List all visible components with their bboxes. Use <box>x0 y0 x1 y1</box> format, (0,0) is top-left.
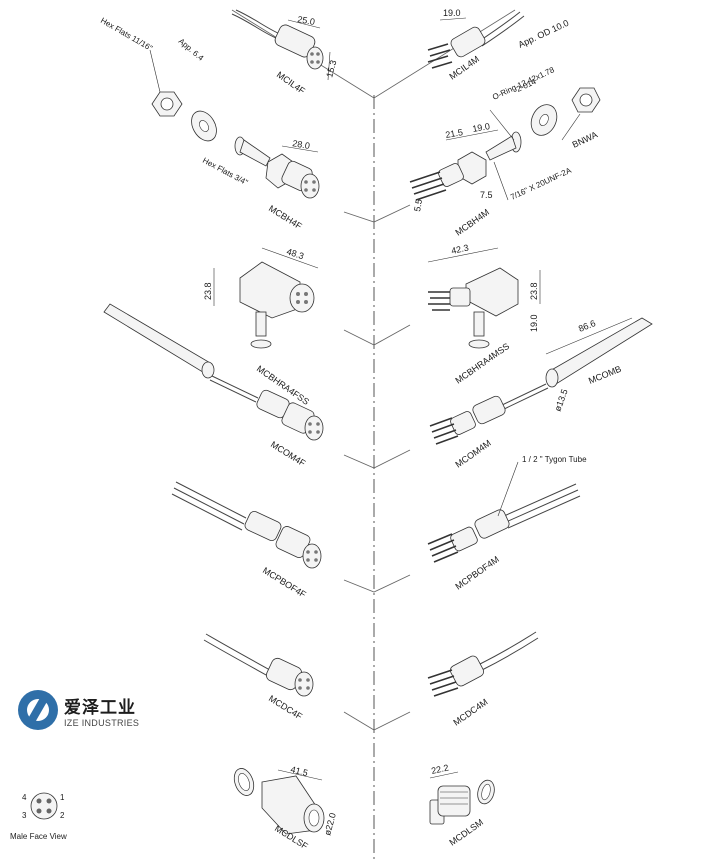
label-mcpbof4m: MCPBOF4M <box>453 554 501 591</box>
pin-label-2: 2 <box>60 811 65 820</box>
label-mcom4f: MCOM4F <box>269 439 308 468</box>
part-mcdlsf: 41.5 ø22.0 MCDLSF <box>233 764 338 852</box>
label-mcbh4m: MCBH4M <box>453 207 491 238</box>
part-mcil4f: 25.0 15.3 MCIL4F <box>231 9 338 96</box>
dim-mcdlsm-len: 22.2 <box>430 763 449 776</box>
part-mcbhra4mss: 42.3 23.8 19.0 MCBHRA4MSS <box>427 243 541 386</box>
label-mcdc4f: MCDC4F <box>267 693 305 722</box>
part-mcpbof4f: MCPBOF4F <box>171 481 322 600</box>
pin-3 <box>36 808 42 814</box>
dim-mcil4f-length: 25.0 <box>297 14 316 27</box>
company-logo: 爱泽工业 IZE INDUSTRIES <box>18 690 139 730</box>
face-view-caption: Male Face View <box>10 832 67 841</box>
pin-1 <box>46 798 52 804</box>
part-mcdlsm: 22.2 MCDLSM <box>429 763 495 848</box>
label-bnwa: BNWA <box>571 129 599 149</box>
logo-text: 爱泽工业 IZE INDUSTRIES <box>64 693 139 728</box>
dim-mcbh4m-d: 5.5 <box>412 198 424 212</box>
part-mcom4m: 86.6 ø13.5 MCOMB MCOM4M <box>429 317 653 470</box>
part-mcbh4m: 21.5 19.0 7.5 5.5 O-Ring 12.42x1.78 2-01… <box>409 65 573 238</box>
dim-mcil4m-od: App. OD 10.0 <box>517 18 571 50</box>
logo-mark-icon <box>18 690 58 730</box>
pin-2 <box>46 808 52 814</box>
dim-mcil4m-length: 19.0 <box>443 8 461 18</box>
dim-mcbhra4fss-h: 23.8 <box>203 282 213 300</box>
dim-mcdlsf-dia: ø22.0 <box>322 812 338 837</box>
pin-label-4: 4 <box>22 793 27 802</box>
male-face-view: 1 2 3 4 <box>22 792 65 820</box>
dim-mcbh4m-c: 7.5 <box>480 190 493 200</box>
dim-app-thickness: App. 6.4 <box>177 37 206 63</box>
dim-mcbhra4mss-c: 19.0 <box>529 314 539 332</box>
dim-mcomb-len: 86.6 <box>577 318 597 334</box>
label-mcomb: MCOMB <box>587 364 623 386</box>
dim-mcbh4f-length: 28.0 <box>292 138 311 151</box>
part-mcpbof4m: 1 / 2 " Tygon Tube MCPBOF4M <box>427 455 587 592</box>
dim-hex-flats-left: Hex Flats 11/16" <box>99 16 154 53</box>
part-mcdc4m: MCDC4M <box>427 631 539 728</box>
part-mcbh4f: 28.0 Hex Flats 3/4" MCBH4F <box>201 136 320 232</box>
center-axis <box>231 9 516 859</box>
logo-name-cn: 爱泽工业 <box>64 697 136 718</box>
hex-nut-right: BNWA <box>530 87 601 150</box>
dim-mcdlsf-len: 41.5 <box>290 764 309 778</box>
pin-label-1: 1 <box>60 793 65 802</box>
logo-name-en: IZE INDUSTRIES <box>64 717 140 728</box>
hex-nut-left: Hex Flats 11/16" App. 6.4 <box>99 16 217 142</box>
dim-mcbhra4fss-w: 48.3 <box>285 246 305 261</box>
dim-mcbhra4mss-h: 23.8 <box>529 282 539 300</box>
dim-hex-flats-34: Hex Flats 3/4" <box>201 156 249 187</box>
label-mcil4m: MCIL4M <box>447 54 481 82</box>
label-mcil4f: MCIL4F <box>275 69 307 96</box>
dim-thread: 7/16" X 20UNF-2A <box>509 165 573 201</box>
dim-oring-code: 2-014 <box>515 77 538 94</box>
label-mcdc4m: MCDC4M <box>451 697 489 728</box>
dim-mcomb-dia: ø13.5 <box>552 388 569 413</box>
part-mcdc4f: MCDC4F <box>203 633 314 722</box>
note-tygon: 1 / 2 " Tygon Tube <box>522 455 587 464</box>
dim-mcil4f-dia: 15.3 <box>324 59 338 79</box>
label-mcpbof4f: MCPBOF4F <box>261 565 308 600</box>
dim-mcbhra4mss-w: 42.3 <box>450 243 469 256</box>
label-mcdlsm: MCDLSM <box>447 817 485 848</box>
label-mcbh4f: MCBH4F <box>267 203 304 231</box>
dim-mcbh4m-a: 21.5 <box>445 127 464 140</box>
pin-4 <box>36 798 42 804</box>
dim-mcbh4m-b: 19.0 <box>472 121 491 134</box>
part-mcbhra4fss: 48.3 23.8 MCBHRA4FSS <box>203 246 319 407</box>
pin-label-3: 3 <box>22 811 27 820</box>
label-mcom4m: MCOM4M <box>453 438 492 470</box>
